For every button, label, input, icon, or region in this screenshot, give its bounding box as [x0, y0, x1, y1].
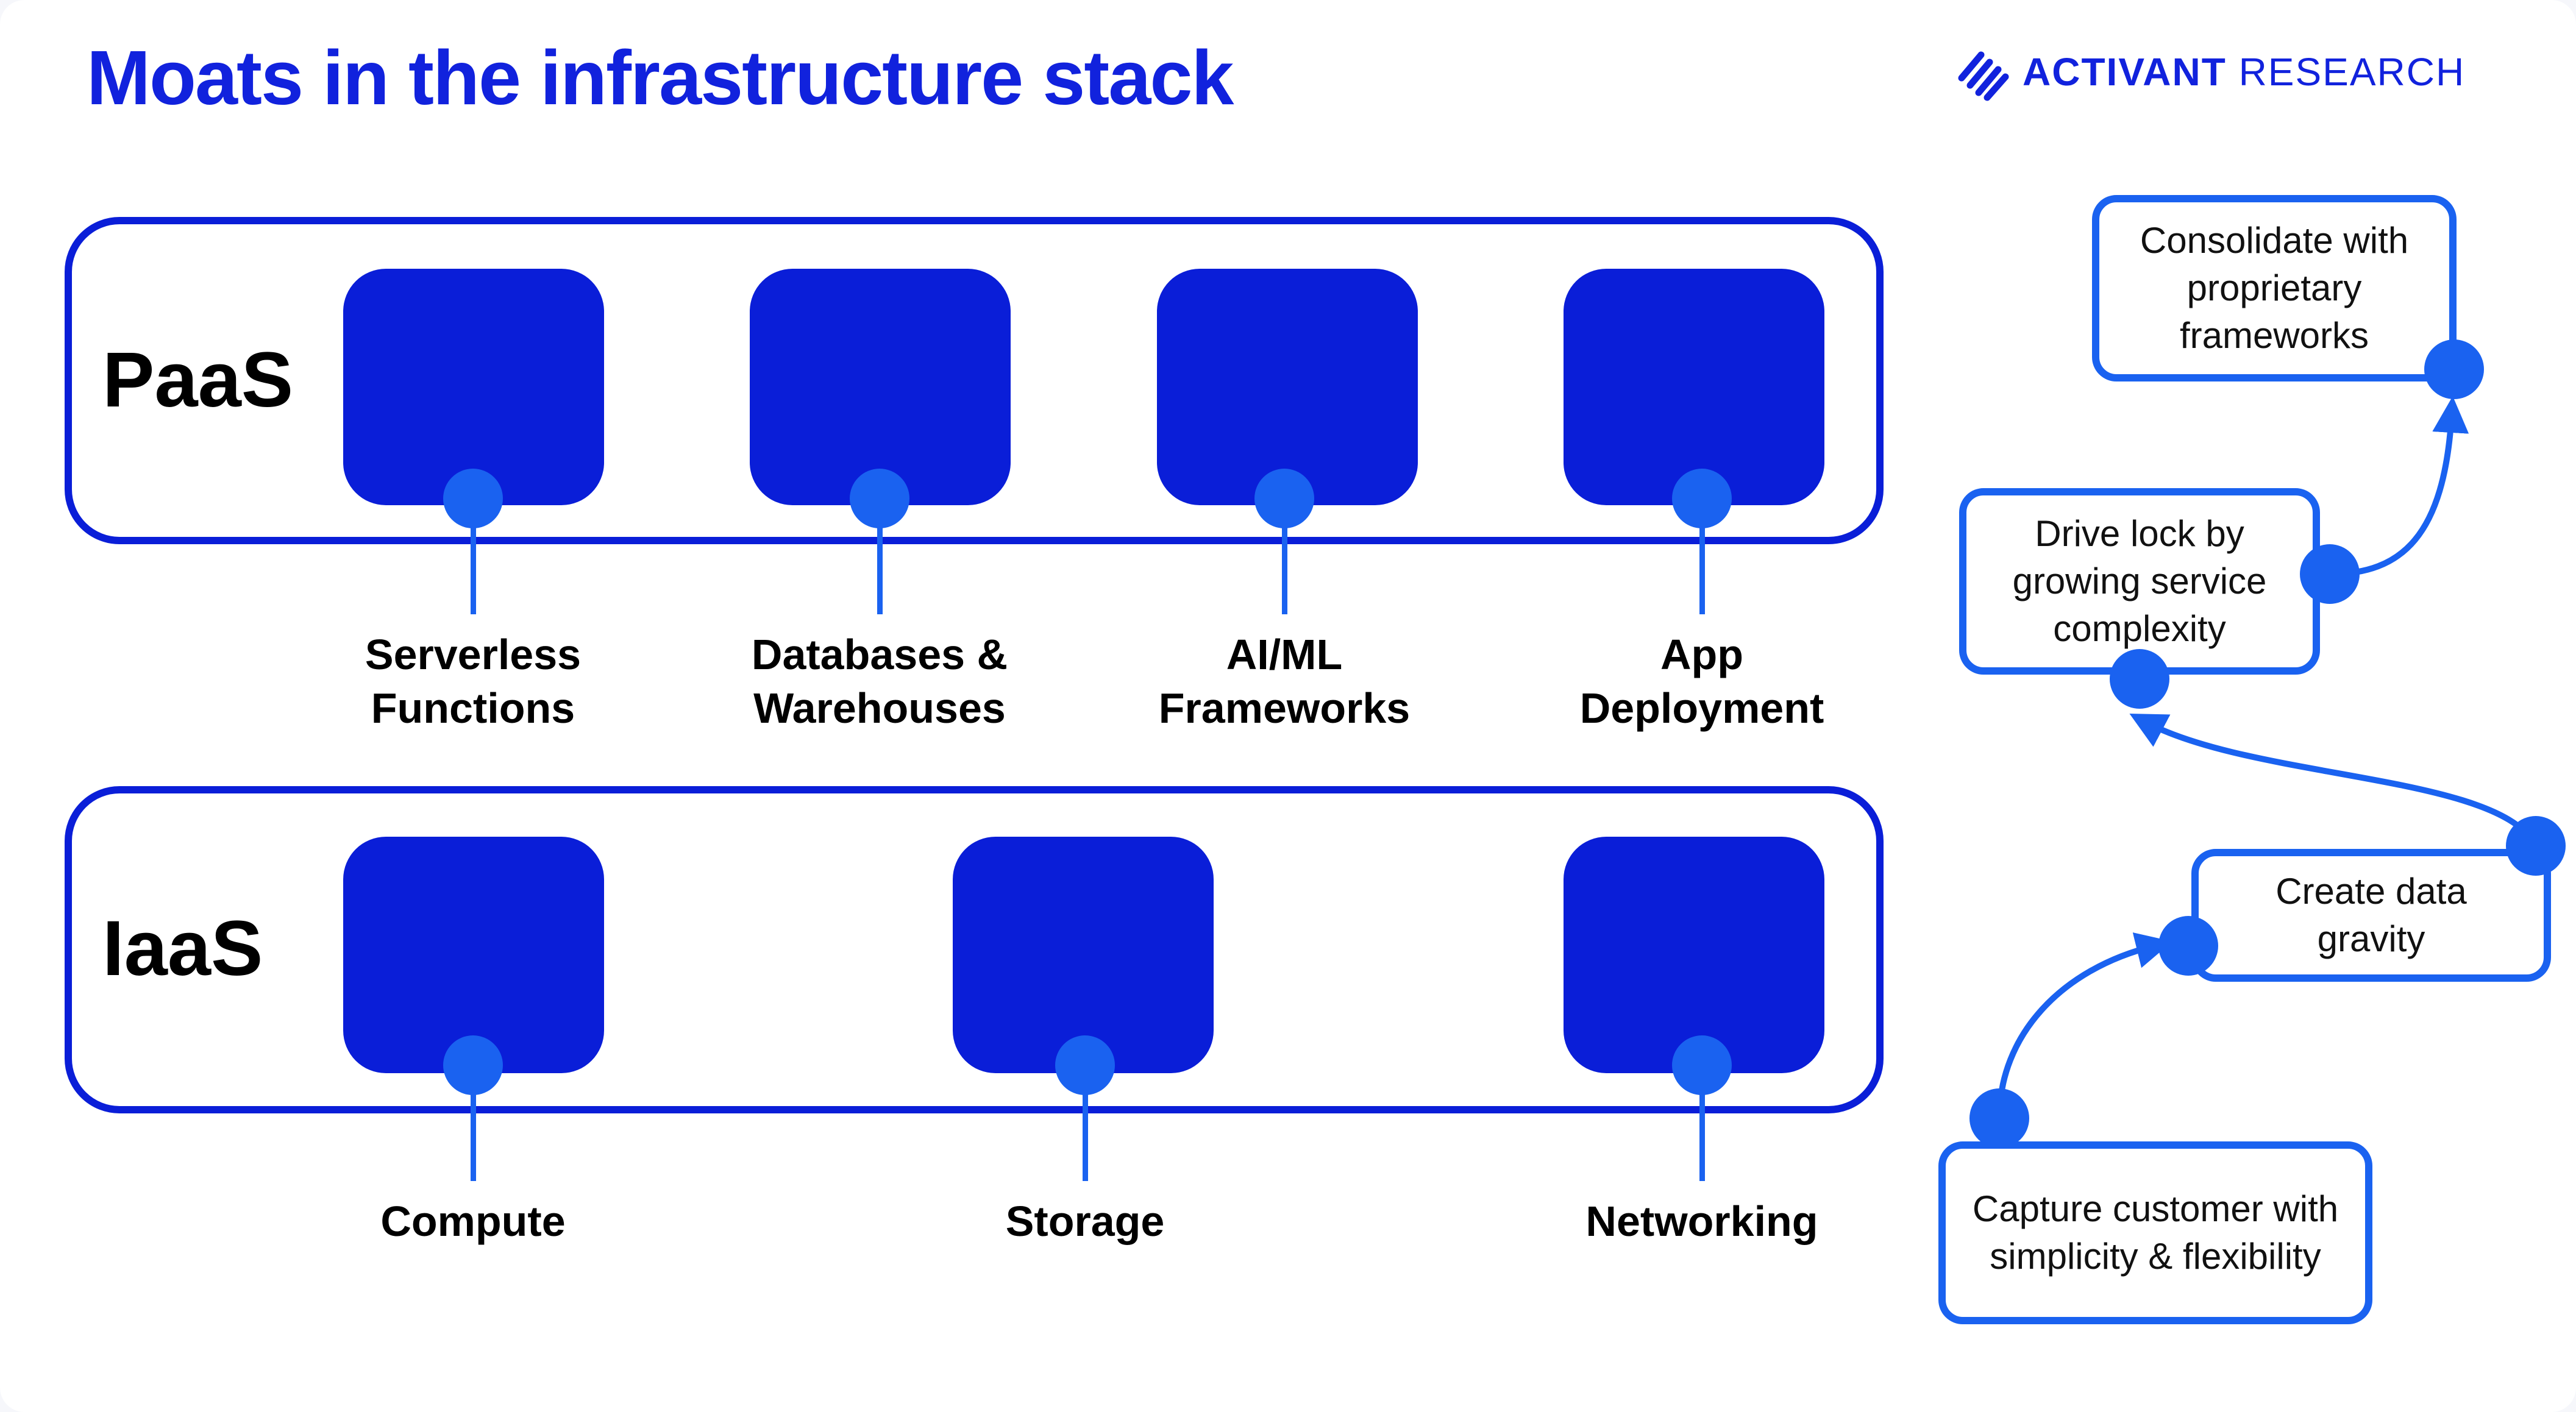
ai-ml-frameworks-tile	[1157, 269, 1418, 505]
brand-name: ACTIVANT RESEARCH	[2023, 49, 2465, 96]
serverless-functions-node	[443, 469, 503, 528]
data-gravity-in-node	[2158, 916, 2218, 976]
brand-name-bold: ACTIVANT	[2023, 50, 2227, 94]
compute-connector	[471, 1065, 476, 1181]
storage-node	[1055, 1035, 1115, 1095]
networking-tile	[1564, 837, 1824, 1073]
ai-ml-frameworks-label-line1: AI/ML	[1226, 631, 1343, 678]
databases-warehouses-label: Databases & Warehouses	[721, 628, 1038, 735]
databases-warehouses-tile	[750, 269, 1011, 505]
app-deployment-node	[1672, 469, 1732, 528]
step-consolidate: Consolidate with proprietary frameworks	[2092, 195, 2457, 381]
iaas-layer-label: IaaS	[102, 905, 263, 992]
serverless-functions-label: Serverless Functions	[315, 628, 632, 735]
consolidate-node	[2424, 339, 2484, 399]
serverless-functions-label-line2: Functions	[371, 684, 575, 732]
ai-ml-frameworks-node	[1254, 469, 1314, 528]
databases-warehouses-node	[850, 469, 909, 528]
brand-name-light: RESEARCH	[2238, 50, 2466, 94]
networking-node	[1672, 1035, 1732, 1095]
paas-layer-label: PaaS	[102, 336, 294, 424]
page-title: Moats in the infrastructure stack	[87, 35, 1234, 121]
drive-lock-out-node	[2300, 544, 2360, 604]
app-deployment-label: App Deployment	[1543, 628, 1860, 735]
ai-ml-frameworks-label: AI/ML Frameworks	[1126, 628, 1443, 735]
capture-customer-node	[1969, 1088, 2029, 1148]
serverless-functions-tile	[343, 269, 604, 505]
ai-ml-frameworks-connector	[1282, 498, 1287, 614]
step-consolidate-text: Consolidate with proprietary frameworks	[2140, 220, 2409, 356]
storage-label: Storage	[1005, 1197, 1165, 1245]
storage-connector	[1083, 1065, 1088, 1181]
app-deployment-tile	[1564, 269, 1824, 505]
brand: ACTIVANT RESEARCH	[1957, 43, 2505, 104]
flow-arrow-1	[1996, 932, 2173, 1119]
serverless-functions-connector	[471, 498, 476, 614]
step-drive-lock-text: Drive lock by growing service complexity	[2012, 513, 2267, 649]
step-create-data-gravity-text: Create data gravity	[2275, 871, 2467, 959]
compute-label: Compute	[380, 1197, 566, 1245]
networking-label: Networking	[1585, 1197, 1818, 1245]
step-capture-customer: Capture customer with simplicity & flexi…	[1938, 1141, 2372, 1324]
databases-warehouses-label-line1: Databases &	[751, 631, 1008, 678]
serverless-functions-label-line1: Serverless	[365, 631, 582, 678]
app-deployment-connector	[1699, 498, 1705, 614]
databases-warehouses-label-line2: Warehouses	[753, 684, 1006, 732]
data-gravity-out-node	[2506, 816, 2566, 876]
ai-ml-frameworks-label-line2: Frameworks	[1158, 684, 1411, 732]
drive-lock-in-node	[2110, 649, 2169, 709]
flow-arrow-2	[2129, 714, 2539, 848]
flow-arrow-3	[2329, 396, 2469, 577]
app-deployment-label-line1: App	[1660, 631, 1744, 678]
step-capture-customer-text: Capture customer with simplicity & flexi…	[1972, 1188, 2339, 1277]
databases-warehouses-connector	[877, 498, 883, 614]
storage-tile	[953, 837, 1214, 1073]
networking-connector	[1699, 1065, 1705, 1181]
compute-tile	[343, 837, 604, 1073]
app-deployment-label-line2: Deployment	[1579, 684, 1824, 732]
step-drive-lock: Drive lock by growing service complexity	[1959, 488, 2320, 675]
activant-logo-icon	[1958, 51, 2009, 101]
compute-node	[443, 1035, 503, 1095]
